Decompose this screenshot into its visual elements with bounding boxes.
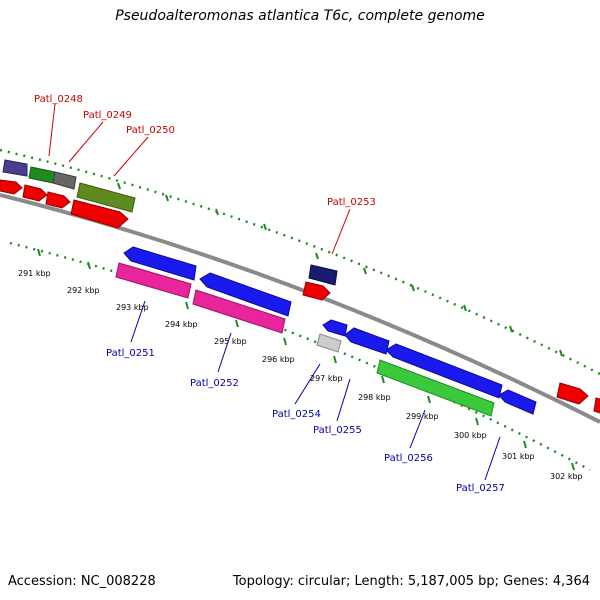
gene-label-patl-0256[interactable]: Patl_0256 — [384, 453, 433, 464]
gene-block-lightgreen[interactable] — [376, 359, 495, 417]
kbp-label: 302 kbp — [550, 472, 583, 481]
gene-arrow-reverse[interactable] — [498, 389, 537, 415]
kbp-label: 291 kbp — [18, 269, 51, 278]
gene-arrow-forward[interactable] — [45, 191, 71, 209]
reverse-track-dots — [9, 241, 591, 472]
gene-arrow-forward[interactable] — [302, 281, 331, 301]
genome-title: Pseudoalteromonas atlantica T6c, complet… — [115, 8, 485, 24]
gene-arrow-forward[interactable] — [593, 397, 600, 414]
gene-block-olive[interactable] — [76, 182, 136, 213]
forward-track-dots — [0, 148, 600, 376]
forward-major-ticks — [117, 182, 563, 357]
gene-label-patl-0250[interactable]: Patl_0250 — [126, 125, 175, 136]
gene-block-pink[interactable] — [192, 289, 286, 334]
reverse-genes — [115, 246, 537, 417]
gene-arrow-reverse[interactable] — [344, 327, 390, 355]
gene-block-green[interactable] — [28, 166, 56, 184]
genome-backbone — [0, 193, 600, 424]
gene-arrow-reverse[interactable] — [385, 343, 503, 399]
gene-label-patl-0248[interactable]: Patl_0248 — [34, 94, 83, 105]
gene-label-patl-0251[interactable]: Patl_0251 — [106, 348, 155, 359]
kbp-label: 295 kbp — [214, 337, 247, 346]
gene-label-patl-0249[interactable]: Patl_0249 — [83, 110, 132, 121]
gene-arrow-forward[interactable] — [0, 179, 23, 195]
gene-label-patl-0255[interactable]: Patl_0255 — [313, 425, 362, 436]
forward-genes-row1 — [2, 159, 136, 213]
kbp-label: 297 kbp — [310, 374, 343, 383]
gene-label-patl-0254[interactable]: Patl_0254 — [272, 409, 321, 420]
gene-label-patl-0257[interactable]: Patl_0257 — [456, 483, 505, 494]
gene-label-patl-0252[interactable]: Patl_0252 — [190, 378, 239, 389]
forward-label-leaders — [48, 103, 351, 255]
gene-block-lightgray[interactable] — [316, 333, 342, 353]
forward-genes-row2 — [0, 179, 600, 414]
kbp-label: 300 kbp — [454, 431, 487, 440]
kbp-label: 293 kbp — [116, 303, 149, 312]
kbp-label: 298 kbp — [358, 393, 391, 402]
kbp-label: 296 kbp — [262, 355, 295, 364]
gene-label-patl-0253[interactable]: Patl_0253 — [327, 197, 376, 208]
genome-summary-text: Topology: circular; Length: 5,187,005 bp… — [232, 574, 590, 589]
accession-text: Accession: NC_008228 — [8, 574, 156, 589]
gene-arrow-forward[interactable] — [70, 199, 129, 229]
gene-block-navy[interactable] — [308, 264, 338, 286]
kbp-label: 301 kbp — [502, 452, 535, 461]
kbp-label: 294 kbp — [165, 320, 198, 329]
gene-arrow-reverse[interactable] — [199, 272, 292, 317]
gene-arrow-forward[interactable] — [22, 184, 48, 202]
gene-block-pink[interactable] — [115, 262, 192, 299]
kbp-label: 292 kbp — [67, 286, 100, 295]
reverse-label-leaders — [130, 300, 501, 481]
gene-block-purple[interactable] — [2, 159, 28, 177]
gene-block-gray[interactable] — [52, 171, 77, 190]
gene-arrow-forward[interactable] — [556, 382, 589, 405]
gene-arrow-reverse[interactable] — [123, 246, 197, 281]
gene-arrow-reverse[interactable] — [322, 319, 348, 337]
